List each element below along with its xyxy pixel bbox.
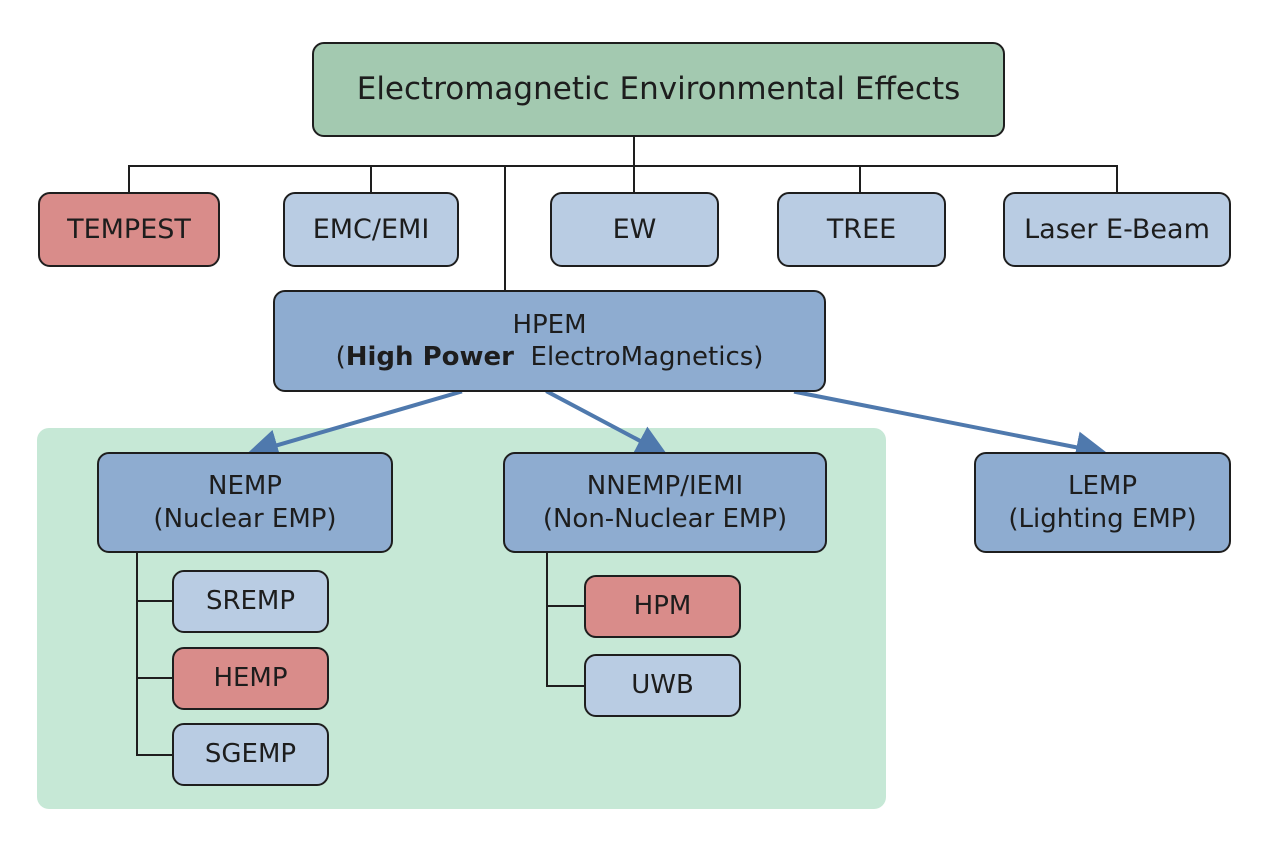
nemp-node: NEMP (Nuclear EMP) <box>97 452 393 553</box>
arrow-to-nemp <box>246 389 463 461</box>
tempest-node: TEMPEST <box>38 192 220 267</box>
root-node: Electromagnetic Environmental Effects <box>312 42 1005 137</box>
hpem-open-paren: ( <box>335 342 346 372</box>
hpem-bold-part: High Power <box>345 342 514 372</box>
tree-label: TREE <box>826 213 897 245</box>
uwb-label: UWB <box>631 670 694 701</box>
arrow-to-lemp <box>793 389 1108 464</box>
hpm-label: HPM <box>633 591 692 622</box>
nnemp-node: NNEMP/IEMI (Non-Nuclear EMP) <box>503 452 827 553</box>
emc-emi-label: EMC/EMI <box>312 213 430 245</box>
ew-node: EW <box>550 192 719 267</box>
sgemp-label: SGEMP <box>204 739 297 770</box>
arrow-to-nnemp <box>545 389 669 456</box>
uwb-node: UWB <box>584 654 741 717</box>
nemp-subtitle: (Nuclear EMP) <box>153 503 337 534</box>
hpem-subtitle: (High Power ElectroMagnetics) <box>336 341 764 374</box>
hpem-node: HPEM (High Power ElectroMagnetics) <box>273 290 826 392</box>
tree-node: TREE <box>777 192 946 267</box>
laser-ebeam-label: Laser E-Beam <box>1024 213 1210 245</box>
lemp-node: LEMP (Lighting EMP) <box>974 452 1231 553</box>
sremp-label: SREMP <box>205 586 296 617</box>
hpm-node: HPM <box>584 575 741 638</box>
sremp-node: SREMP <box>172 570 329 633</box>
lemp-subtitle: (Lighting EMP) <box>1008 503 1197 534</box>
sgemp-node: SGEMP <box>172 723 329 786</box>
emc-emi-node: EMC/EMI <box>283 192 459 267</box>
hpem-rest: ElectroMagnetics) <box>513 342 764 372</box>
hemp-label: HEMP <box>213 663 288 694</box>
tempest-label: TEMPEST <box>67 213 191 245</box>
hemp-node: HEMP <box>172 647 329 710</box>
ew-label: EW <box>612 213 657 245</box>
root-label: Electromagnetic Environmental Effects <box>356 71 961 108</box>
laser-ebeam-node: Laser E-Beam <box>1003 192 1231 267</box>
hpem-title: HPEM <box>512 309 587 340</box>
lemp-title: LEMP <box>1067 471 1138 501</box>
nnemp-title: NNEMP/IEMI <box>586 471 744 501</box>
nnemp-subtitle: (Non-Nuclear EMP) <box>542 503 788 534</box>
nemp-title: NEMP <box>208 471 282 501</box>
